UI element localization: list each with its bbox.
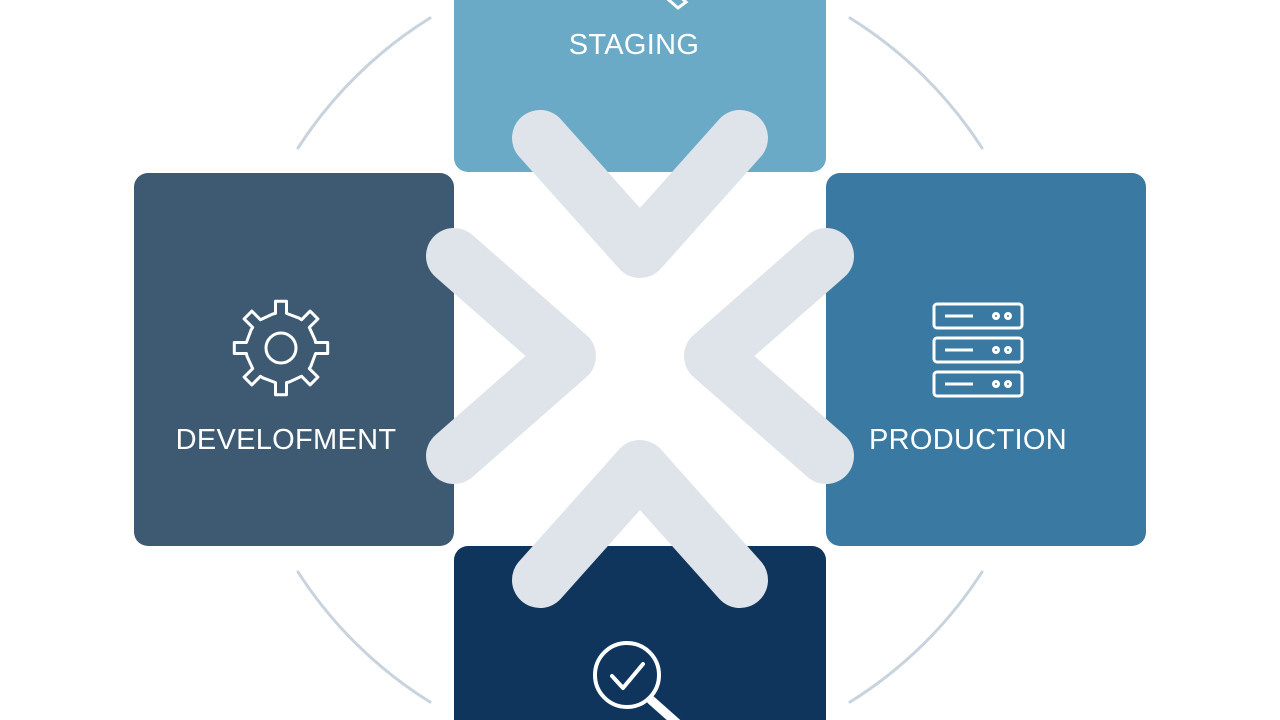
chevron-top (512, 110, 768, 278)
development-panel[interactable] (134, 173, 454, 546)
gear-icon (232, 299, 330, 397)
cycle-ring (296, 16, 984, 704)
server-stack-icon (932, 302, 1024, 398)
wrench-icon (666, 0, 689, 10)
ring-arc-bottom-left (296, 570, 432, 704)
staging-label: STAGING (569, 29, 699, 61)
ring-arc-top-left (296, 16, 432, 150)
testing-panel[interactable] (454, 546, 826, 720)
development-label: DEVELOFMENT (176, 424, 397, 456)
staging-panel[interactable] (454, 0, 826, 172)
chevron-bottom (512, 440, 768, 608)
chevron-right (684, 228, 854, 484)
production-label: PRODUCTION (869, 424, 1067, 456)
center-chevrons (426, 110, 854, 608)
ring-arc-bottom-right (848, 570, 984, 704)
magnifier-check-icon (593, 641, 681, 720)
ring-arc-top-right (848, 16, 984, 150)
production-panel[interactable] (826, 173, 1146, 546)
chevron-left (426, 228, 596, 484)
